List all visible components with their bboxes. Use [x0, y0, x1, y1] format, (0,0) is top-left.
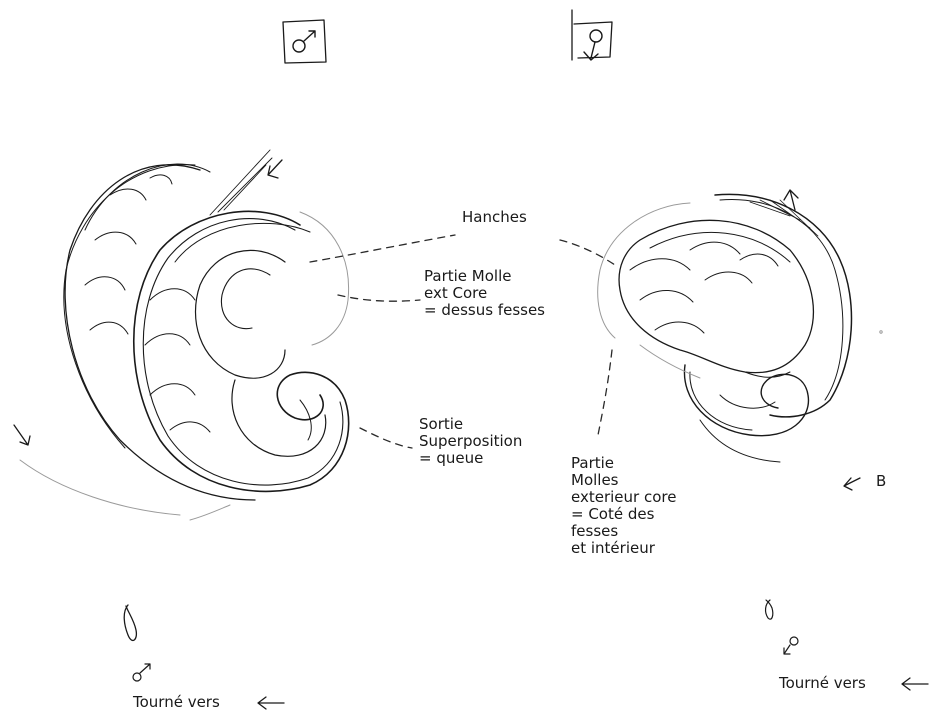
right-swirl-sketch [619, 190, 860, 490]
leader-partie-molle [338, 295, 420, 301]
label-hanches: Hanches [462, 209, 527, 226]
female-symbol-icon [584, 30, 602, 60]
male-glyph-left [133, 673, 141, 681]
left-arrow-icon [902, 678, 928, 690]
male-symbol-icon [293, 31, 315, 52]
label-parties-molles: Partie Molles exterieur core = Coté des … [571, 455, 676, 557]
leader-sortie [360, 428, 412, 448]
label-tourne-left: Tourné vers [133, 694, 220, 711]
label-b-marker: B [876, 473, 886, 490]
left-swirl-sketch [14, 150, 349, 500]
sperm-glyph-left [124, 605, 136, 640]
label-sortie: Sortie Superposition = queue [419, 416, 522, 467]
label-tourne-right: Tourné vers [779, 675, 866, 692]
left-arrow-icon [258, 697, 284, 709]
sperm-glyph-right [766, 600, 773, 619]
label-partie-molle: Partie Molle ext Core = dessus fesses [424, 268, 545, 319]
male-symbol-box [283, 20, 326, 63]
female-symbol-box [572, 10, 612, 60]
female-glyph-right [790, 637, 798, 645]
leader-hanches-left [310, 235, 455, 262]
leader-parties-molles [598, 350, 612, 435]
